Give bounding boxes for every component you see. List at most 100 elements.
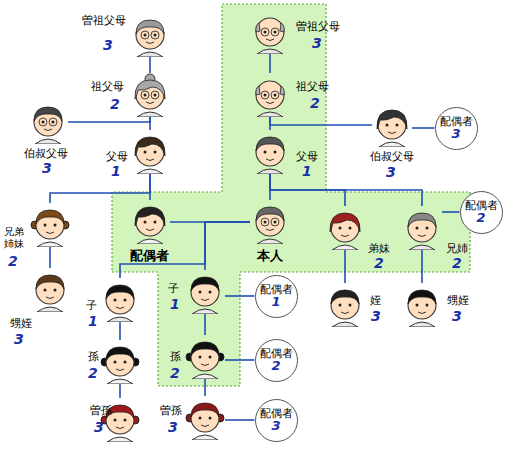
face-illustration xyxy=(325,206,365,250)
hair xyxy=(135,137,165,156)
hair xyxy=(377,110,407,129)
degree-number: 3 xyxy=(14,332,24,347)
face xyxy=(191,278,219,306)
kinship-line xyxy=(50,174,150,203)
person-icon: 兄姉2 xyxy=(402,206,442,250)
person-icon: 伯叔父母3 xyxy=(28,100,68,144)
kinship-line xyxy=(442,211,460,213)
relation-label: 伯叔父母 xyxy=(24,147,68,160)
relation-label: 曽祖父母 xyxy=(82,14,126,27)
face-illustration xyxy=(28,100,68,144)
eye xyxy=(416,227,419,230)
mouth xyxy=(266,229,274,231)
mouth xyxy=(46,297,54,299)
person-icon: 本人 xyxy=(250,200,290,244)
eye xyxy=(209,417,212,420)
face-illustration xyxy=(402,283,442,327)
relation-label: 兄姉 xyxy=(446,242,468,255)
person-icon: 甥姪3 xyxy=(402,283,442,327)
eye xyxy=(154,221,157,224)
shoulder xyxy=(137,239,163,244)
face-illustration xyxy=(130,130,170,174)
face-illustration xyxy=(185,335,225,379)
glasses xyxy=(261,218,269,226)
glasses xyxy=(271,91,279,99)
person-icon: 父母1 xyxy=(130,130,170,174)
eye xyxy=(349,227,352,230)
glasses xyxy=(151,31,159,39)
kinship-line xyxy=(225,359,255,361)
face-illustration xyxy=(185,396,225,440)
eye xyxy=(144,221,147,224)
hair xyxy=(331,290,359,304)
relation-label: 父母 xyxy=(106,150,128,163)
face xyxy=(136,21,164,49)
face xyxy=(106,348,134,376)
degree-number: 1 xyxy=(111,164,121,179)
relation-label: 配偶者 xyxy=(260,407,293,419)
relation-label: 配偶者 xyxy=(260,347,293,359)
hair xyxy=(106,285,134,299)
face xyxy=(191,404,219,432)
face-illustration xyxy=(130,13,170,57)
eye xyxy=(114,361,117,364)
eye xyxy=(52,121,55,124)
relation-label: 姪 xyxy=(370,294,381,307)
kinship-line xyxy=(49,247,51,268)
eye xyxy=(426,304,429,307)
eye xyxy=(349,304,352,307)
face xyxy=(408,214,436,242)
mouth xyxy=(201,299,209,301)
kinship-line xyxy=(204,379,206,396)
self-line-region xyxy=(112,4,470,386)
shoulder xyxy=(332,245,358,250)
glasses xyxy=(39,118,47,126)
eye xyxy=(124,419,127,422)
degree-number: 3 xyxy=(312,36,322,51)
kinship-line xyxy=(270,117,372,125)
eye xyxy=(144,94,147,97)
spouse-circle: 配偶者3 xyxy=(255,399,298,442)
hair xyxy=(36,210,64,224)
eye xyxy=(124,361,127,364)
glasses xyxy=(49,118,57,126)
mouth xyxy=(116,307,124,309)
relation-label: 配偶者 xyxy=(130,248,169,263)
degree-number: 1 xyxy=(271,295,280,309)
shoulder xyxy=(37,242,63,247)
face-illustration xyxy=(130,200,170,244)
face-illustration xyxy=(130,73,170,117)
eye xyxy=(209,291,212,294)
degree-number: 3 xyxy=(371,309,381,324)
eye xyxy=(42,121,45,124)
face-illustration xyxy=(30,268,70,312)
person-icon: 曽孫3 xyxy=(185,396,225,440)
shoulder xyxy=(137,112,163,117)
glasses xyxy=(141,31,149,39)
eye xyxy=(54,289,57,292)
eye xyxy=(114,419,117,422)
mouth xyxy=(146,42,154,44)
relation-label: 父母 xyxy=(296,150,318,163)
degree-number: 3 xyxy=(271,419,280,433)
face-illustration xyxy=(325,283,365,327)
degree-number: 2 xyxy=(452,256,462,271)
degree-number: 2 xyxy=(110,97,120,112)
person-icon: 祖父母2 xyxy=(250,73,290,117)
relation-label: 曽孫 xyxy=(160,404,182,417)
hair xyxy=(36,275,64,289)
mouth xyxy=(418,235,426,237)
mouth xyxy=(266,39,274,41)
relation-label: 孫 xyxy=(170,350,181,363)
person-icon: 兄弟姉妹2 xyxy=(30,203,70,247)
face-illustration xyxy=(372,103,412,147)
degree-number: 2 xyxy=(374,256,384,271)
shoulder xyxy=(137,52,163,57)
degree-number: 3 xyxy=(451,127,460,141)
eye xyxy=(144,151,147,154)
degree-number: 2 xyxy=(310,96,320,111)
kinship-line xyxy=(68,117,150,122)
person-icon: 孫2 xyxy=(185,335,225,379)
eye xyxy=(154,34,157,37)
eye xyxy=(154,94,157,97)
